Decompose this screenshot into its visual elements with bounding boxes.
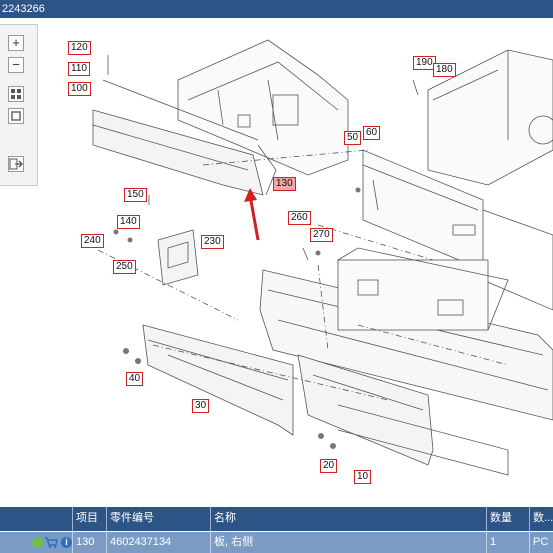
callout-250[interactable]: 250 xyxy=(113,260,136,274)
zoom-in-icon[interactable]: + xyxy=(8,35,24,51)
table-row[interactable]: i 130 4602437134 板, 右侧 1 PC xyxy=(0,532,553,553)
info-icon[interactable]: i xyxy=(61,537,72,548)
parts-table-header: 项目 零件编号 名称 数量 数... xyxy=(0,507,553,531)
callout-20[interactable]: 20 xyxy=(320,459,338,473)
callout-130-selected[interactable]: 130 xyxy=(273,177,296,191)
col-name-header[interactable]: 名称 xyxy=(210,507,486,531)
col-item-header[interactable]: 项目 xyxy=(72,507,106,531)
callout-10[interactable]: 10 xyxy=(354,470,372,484)
callout-110[interactable]: 110 xyxy=(68,62,90,76)
exploded-view-diagram xyxy=(92,39,553,476)
export-icon[interactable] xyxy=(8,156,24,172)
callout-270[interactable]: 270 xyxy=(310,228,333,242)
callout-260[interactable]: 260 xyxy=(288,211,311,225)
col-part-number-header[interactable]: 零件编号 xyxy=(106,507,210,531)
callout-150[interactable]: 150 xyxy=(124,188,147,202)
col-qty-header[interactable]: 数量 xyxy=(486,507,529,531)
cell-name: 板, 右侧 xyxy=(210,532,486,553)
parts-drawing[interactable]: 120 110 100 150 140 240 250 230 130 50 6… xyxy=(38,20,553,505)
col-unit-header[interactable]: 数... xyxy=(529,507,553,531)
callout-40[interactable]: 40 xyxy=(126,372,144,386)
callout-50[interactable]: 50 xyxy=(344,131,362,145)
cell-qty: 1 xyxy=(486,532,529,553)
callout-120[interactable]: 120 xyxy=(68,41,91,55)
callout-60[interactable]: 60 xyxy=(363,126,381,140)
callout-230[interactable]: 230 xyxy=(201,235,224,249)
cell-unit: PC xyxy=(529,532,553,553)
zoom-out-icon[interactable]: − xyxy=(8,57,24,73)
title-bar: 2243266 xyxy=(0,0,553,18)
cell-item: 130 xyxy=(72,532,106,553)
callout-180[interactable]: 180 xyxy=(433,63,456,77)
row-action-icons: i xyxy=(0,532,72,553)
callout-240[interactable]: 240 xyxy=(81,234,104,248)
cell-part-number: 4602437134 xyxy=(106,532,210,553)
cart-icon[interactable] xyxy=(44,536,58,549)
row-icons-header xyxy=(0,507,72,531)
callout-140[interactable]: 140 xyxy=(117,215,140,229)
callout-100[interactable]: 100 xyxy=(68,82,91,96)
window-title: 2243266 xyxy=(2,3,45,15)
status-dot-icon xyxy=(32,537,43,548)
callout-30[interactable]: 30 xyxy=(192,399,210,413)
actual-size-icon[interactable] xyxy=(8,108,24,124)
fit-page-icon[interactable] xyxy=(8,86,24,102)
tool-panel: + − xyxy=(0,24,38,186)
